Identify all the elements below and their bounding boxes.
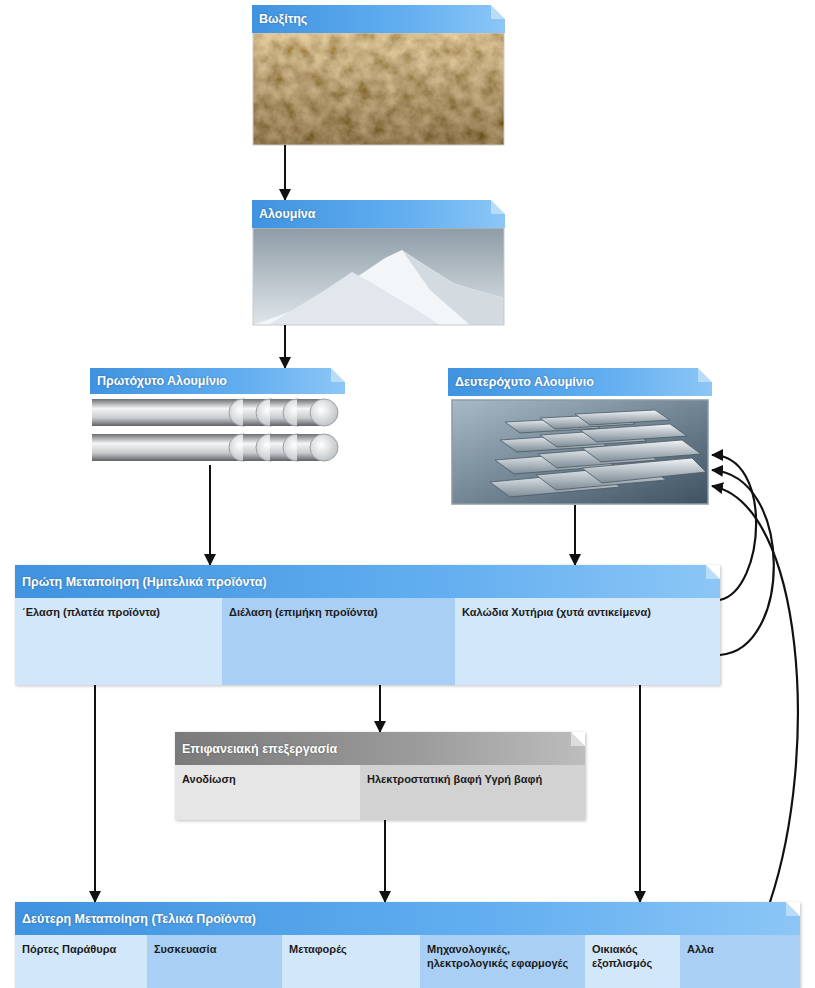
picture-frame [253, 33, 504, 145]
alumina-picture [253, 228, 504, 325]
cell-text: Διέλαση (επιμήκη προϊόντα) [229, 606, 448, 620]
material-card: Βωξίτης [252, 5, 505, 145]
folded-corner [706, 565, 720, 579]
cell-text: Μηχανολογικές, ηλεκτρολογικές εφαρμογές [427, 943, 578, 971]
folded-corner [331, 368, 345, 382]
primary-ingot-picture [92, 399, 338, 461]
alumina-sky [253, 228, 504, 325]
header-band: Δευτερόχυτο Αλουμίνιο [448, 368, 712, 396]
cell-text: Οικιακός εξοπλισμός [592, 943, 673, 971]
header-band: Δεύτερη Μεταποίηση (Τελικά Προϊόντα) [15, 902, 800, 935]
category-cell: Μεταφορές [282, 935, 420, 988]
material-card: Δευτερόχυτο Αλουμίνιο [448, 368, 712, 505]
recycling-arrow [712, 470, 774, 655]
folded-corner [491, 200, 505, 214]
secondary-ground [452, 400, 708, 504]
category-cell: Διέλαση (επιμήκη προϊόντα) [222, 598, 455, 685]
node-title: Δεύτερη Μεταποίηση (Τελικά Προϊόντα) [22, 912, 256, 926]
node-title: Βωξίτης [259, 12, 307, 26]
category-cell: Πόρτες Παράθυρα [15, 935, 147, 988]
picture-frame [253, 228, 504, 325]
stage-panel: Πρώτη Μεταποίηση (Ημιτελικά προϊόντα) ΄Ελ… [15, 565, 720, 685]
bauxite-rock [253, 33, 504, 145]
node-title: Πρωτόχυτο Αλουμίνιο [97, 374, 227, 388]
flow-arrow [94, 685, 96, 902]
cell-text: Πόρτες Παράθυρα [22, 943, 140, 957]
flow-arrow [284, 325, 286, 368]
header-band: Πρωτόχυτο Αλουμίνιο [90, 368, 345, 394]
bauxite-picture [253, 33, 504, 145]
ingot-row [490, 410, 706, 497]
folded-corner [571, 732, 585, 746]
flow-arrow [379, 685, 381, 732]
header-band: Επιφανειακή επεξεργασία [175, 732, 585, 765]
cell-text: Αλλα [687, 943, 793, 957]
stage-panel: Δεύτερη Μεταποίηση (Τελικά Προϊόντα) Πόρτ… [15, 902, 800, 988]
flow-arrow [574, 505, 576, 565]
alumina-shadow [402, 250, 504, 325]
header-band: Βωξίτης [252, 5, 505, 33]
flow-arrow [209, 465, 211, 565]
header-band: Πρώτη Μεταποίηση (Ημιτελικά προϊόντα) [15, 565, 720, 598]
flow-arrow [384, 820, 386, 902]
node-title: Δευτερόχυτο Αλουμίνιο [455, 375, 594, 389]
category-cell: Μηχανολογικές, ηλεκτρολογικές εφαρμογές [420, 935, 585, 988]
folded-corner [491, 5, 505, 19]
cell-text: Καλώδια Χυτήρια (χυτά αντικείμενα) [462, 606, 713, 620]
folded-corner [786, 902, 800, 916]
category-cell: Οικιακός εξοπλισμός [585, 935, 680, 988]
billet-bar [92, 399, 242, 426]
category-cell: Καλώδια Χυτήρια (χυτά αντικείμενα) [455, 598, 720, 685]
billet-bar [92, 434, 242, 461]
billet-end [310, 434, 338, 461]
cell-text: ΄Ελαση (πλατέα προϊόντα) [22, 606, 215, 620]
header-band: Αλουμίνα [252, 200, 505, 228]
bauxite-shade [253, 33, 504, 145]
secondary-ingot-picture [452, 400, 708, 504]
alumina-heap [253, 250, 504, 325]
category-cell: Ηλεκτροστατική βαφή Υγρή βαφή [360, 765, 585, 820]
billet-end [310, 399, 338, 426]
folded-corner [698, 368, 712, 382]
category-cell: ΄Ελαση (πλατέα προϊόντα) [15, 598, 222, 685]
cell-text: Μεταφορές [289, 943, 413, 957]
node-title: Πρώτη Μεταποίηση (Ημιτελικά προϊόντα) [22, 575, 267, 589]
category-cell: Αλλα [680, 935, 800, 988]
connectors [95, 145, 798, 902]
cell-text: Ηλεκτροστατική βαφή Υγρή βαφή [367, 773, 578, 787]
category-cell: Συσκευασία [147, 935, 282, 988]
flow-arrow [639, 685, 641, 902]
cell-text: Συσκευασία [154, 943, 275, 957]
material-card: Πρωτόχυτο Αλουμίνιο [90, 368, 345, 465]
cell-text: Ανοδίωση [182, 773, 353, 787]
category-cell: Ανοδίωση [175, 765, 360, 820]
material-card: Αλουμίνα [252, 200, 505, 325]
picture-frame [452, 400, 708, 504]
flow-arrow [284, 145, 286, 200]
node-title: Επιφανειακή επεξεργασία [182, 742, 337, 756]
alumina-heap [268, 272, 440, 325]
stage-panel: Επιφανειακή επεξεργασίαΑνοδίωση Ηλεκτροστ… [175, 732, 585, 820]
node-title: Αλουμίνα [259, 207, 316, 221]
